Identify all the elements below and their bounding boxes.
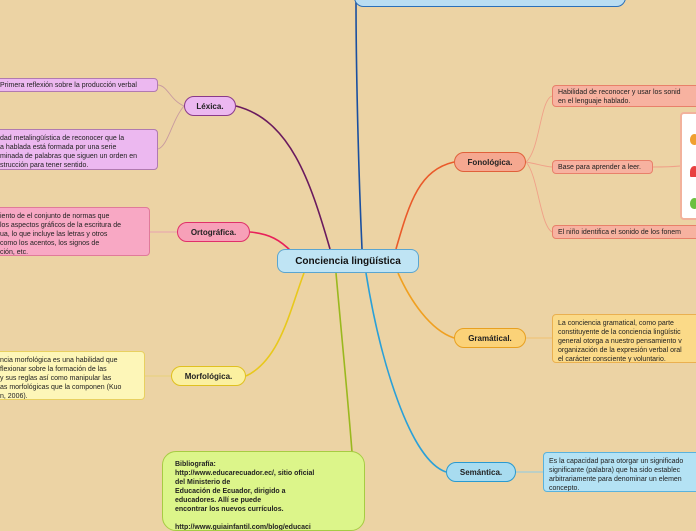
- pear-icon: [690, 198, 696, 209]
- branch-fonologica[interactable]: Fonológica.: [454, 152, 526, 172]
- fonologica-image: [680, 112, 696, 220]
- branch-gramatical[interactable]: Gramátical.: [454, 328, 526, 348]
- fonologica-item[interactable]: Base para aprender a leer.: [552, 160, 653, 174]
- semantica-item[interactable]: Es la capacidad para otorgar un signific…: [543, 452, 696, 492]
- branch-fonologica-label: Fonológica.: [467, 157, 513, 167]
- branch-semantica-label: Semántica.: [459, 467, 503, 477]
- link-top: [355, 0, 363, 250]
- central-topic-label: Conciencia lingüística: [295, 255, 401, 267]
- link-bibliography: [335, 272, 353, 453]
- branch-gramatical-label: Gramátical.: [468, 333, 512, 343]
- branch-ortografica[interactable]: Ortográfica.: [177, 222, 250, 242]
- branch-lexica-label: Léxica.: [196, 101, 224, 111]
- morfologica-item[interactable]: ncia morfológica es una habilidad que fl…: [0, 351, 145, 400]
- fonologica-item[interactable]: El niño identifica el sonido de los fone…: [552, 225, 696, 239]
- link-semantica: [365, 272, 447, 473]
- ortografica-item[interactable]: iento de el conjunto de normas que los a…: [0, 207, 150, 256]
- central-topic[interactable]: Conciencia lingüística: [277, 249, 419, 273]
- link-lexica: [235, 105, 331, 250]
- branch-morfologica-label: Morfológica.: [184, 371, 233, 381]
- gramatical-item[interactable]: La conciencia gramatical, como parte con…: [552, 314, 696, 363]
- watermelon-icon: [690, 166, 696, 177]
- link-morfologica: [245, 272, 305, 377]
- link-gramatical: [397, 272, 455, 339]
- connector-lines: [145, 0, 681, 473]
- top-node[interactable]: [354, 0, 626, 7]
- link-fonologica: [395, 161, 455, 250]
- fonologica-item[interactable]: Habilidad de reconocer y usar los sonid …: [552, 85, 696, 107]
- lexica-item[interactable]: Primera reflexión sobre la producción ve…: [0, 78, 158, 92]
- bibliography-node[interactable]: Bibliografía: http://www.educarecuador.e…: [162, 451, 365, 531]
- branch-lexica[interactable]: Léxica.: [184, 96, 236, 116]
- branch-morfologica[interactable]: Morfológica.: [171, 366, 246, 386]
- pear-icon: [690, 134, 696, 145]
- branch-ortografica-label: Ortográfica.: [190, 227, 237, 237]
- branch-semantica[interactable]: Semántica.: [446, 462, 516, 482]
- lexica-item[interactable]: dad metalingüística de reconocer que la …: [0, 129, 158, 170]
